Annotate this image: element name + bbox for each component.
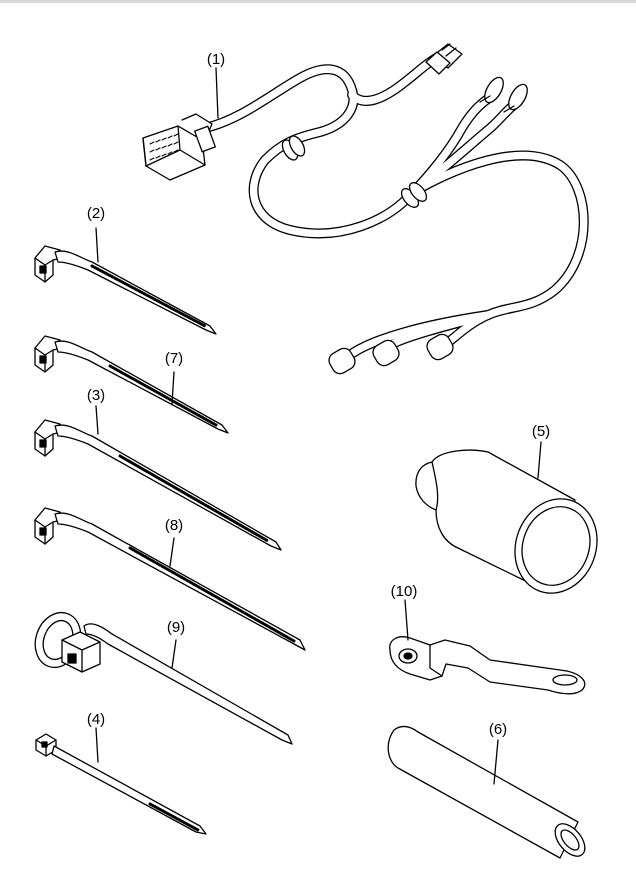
cable-tie-3 — [34, 405, 282, 551]
label-part-10: (10) — [391, 583, 418, 600]
label-part-5: (5) — [532, 423, 550, 440]
cable-tie-8 — [34, 507, 306, 651]
label-part-2: (2) — [87, 205, 105, 222]
wiring-harness — [142, 43, 589, 375]
label-part-1: (1) — [207, 51, 225, 68]
harness-main-connector — [142, 113, 216, 181]
label-part-3: (3) — [87, 387, 105, 404]
label-part-4: (4) — [87, 711, 105, 728]
harness-small-connector — [425, 43, 463, 75]
label-part-9: (9) — [167, 619, 185, 636]
harness-upper-terminals — [479, 76, 528, 113]
bracket-10 — [389, 599, 586, 695]
cable-tie-2 — [34, 227, 217, 335]
cable-tie-9 — [34, 611, 293, 745]
cable-tie-7 — [34, 335, 229, 434]
protective-cap-5 — [415, 441, 598, 594]
harness-lower-terminals — [328, 333, 454, 375]
tube-6 — [387, 725, 586, 859]
label-part-8: (8) — [165, 517, 183, 534]
label-part-6: (6) — [489, 721, 507, 738]
top-border — [0, 0, 636, 3]
cable-tie-4 — [35, 727, 207, 835]
label-part-7: (7) — [165, 350, 183, 367]
